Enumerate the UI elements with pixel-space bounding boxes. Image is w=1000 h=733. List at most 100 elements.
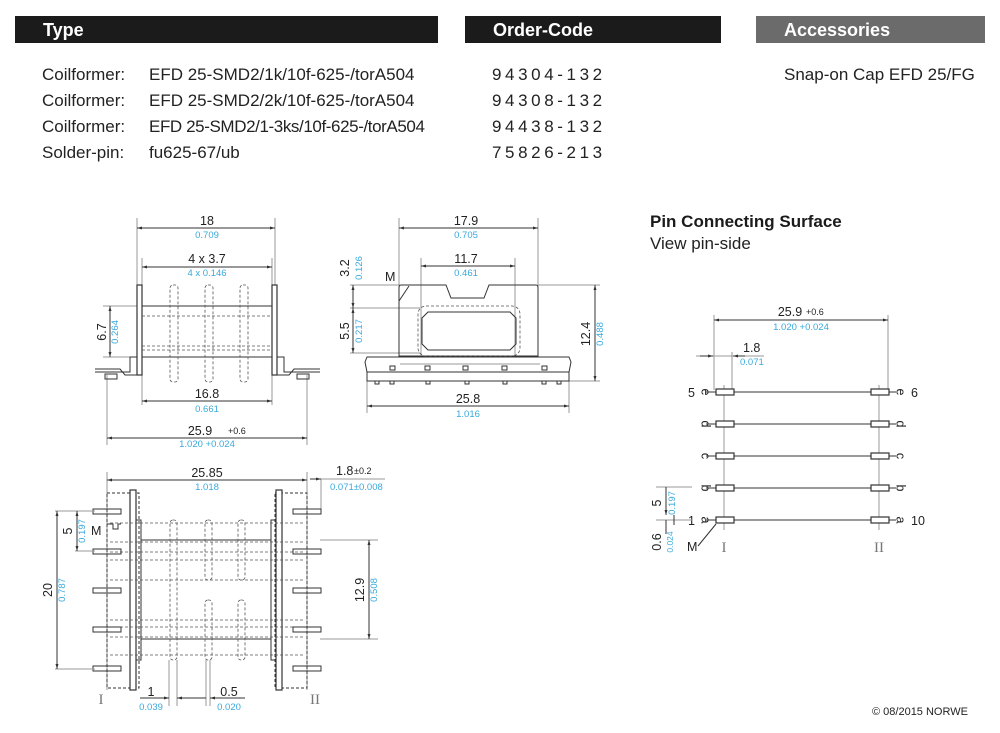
dim-mm: 17.9	[454, 214, 478, 228]
dim-mm: 4 x 3.7	[188, 252, 226, 266]
product-row: Coilformer:EFD 25-SMD2/2k/10f-625-/torA5…	[42, 91, 415, 111]
dim-mm: 0.5	[220, 685, 237, 699]
dim-mm: 0.6	[650, 533, 664, 550]
pin-letter-right: b	[894, 485, 908, 492]
pin-letter-right: a	[894, 517, 908, 524]
product-label: Solder-pin:	[42, 143, 125, 162]
pin-letter-right: e	[894, 389, 908, 396]
pin-number: 1	[688, 514, 695, 528]
marker-m: M	[91, 524, 101, 538]
dim-mm: 25.9	[188, 424, 212, 438]
dim-mm: 1	[148, 685, 155, 699]
side-label-i: I	[722, 540, 727, 556]
dim-mm: 5	[650, 499, 664, 506]
accessories-header: Accessories	[756, 16, 985, 43]
pin-view-labels: 25.9 +0.6 1.020 +0.024 1.8 0.071 5 6 1 1…	[650, 305, 925, 556]
dim-inch: 0.705	[454, 230, 478, 241]
dim-inch: 0.024	[665, 531, 675, 553]
dim-mm: 25.85	[191, 466, 222, 480]
dim-mm: 6.7	[95, 323, 109, 340]
dim-inch: 0.217	[354, 319, 365, 343]
dim-inch: 0.661	[195, 404, 219, 415]
product-row: Coilformer:EFD 25-SMD2/1k/10f-625-/torA5…	[42, 65, 415, 85]
dim-inch: 0.071	[740, 357, 764, 368]
product-type: EFD 25-SMD2/1k/10f-625-/torA504	[149, 65, 415, 84]
dim-mm: 11.7	[454, 252, 477, 266]
order-code-header: Order-Code	[465, 16, 721, 43]
pin-letter-left: a	[699, 517, 713, 524]
dim-inch: 0.461	[454, 268, 478, 279]
order-code: 94438-132	[492, 117, 606, 136]
pin-pad	[870, 484, 890, 492]
product-type: fu625-67/ub	[149, 143, 240, 162]
dim-mm: 12.4	[579, 322, 593, 346]
pin-letter-left: c	[699, 453, 713, 459]
dim-mm: 5	[61, 527, 75, 534]
pin-pad	[870, 452, 890, 460]
pin-letter-right: c	[894, 453, 908, 459]
dim-mm: 1.8	[336, 464, 353, 478]
dim-inch: 0.071±0.008	[330, 482, 383, 493]
side-label-ii: II	[874, 540, 884, 556]
pin-number: 6	[911, 386, 918, 400]
pin-surface-subtitle: View pin-side	[650, 234, 751, 253]
accessory-item: Snap-on Cap EFD 25/FG	[784, 65, 975, 84]
dim-inch: 1.016	[456, 409, 480, 420]
dim-mm: 25.9	[778, 305, 802, 319]
dim-mm: 16.8	[195, 387, 219, 401]
type-header: Type	[15, 16, 438, 43]
dim-inch: 0.039	[139, 702, 163, 713]
dim-inch: 0.488	[595, 322, 606, 346]
dim-inch: 1.020 +0.024	[773, 322, 829, 333]
dim-mm: 1.8	[743, 341, 760, 355]
pin-pad	[870, 516, 890, 524]
product-row: Solder-pin: fu625-67/ub	[42, 143, 240, 163]
dim-inch: 0.197	[667, 491, 678, 515]
marker-m: M	[687, 540, 697, 554]
marker-m: M	[385, 270, 395, 284]
pin-letter-left: d	[699, 421, 713, 428]
pin-pad	[715, 452, 735, 460]
dim-inch: 0.709	[195, 230, 219, 241]
dim-inch: 0.020	[217, 702, 241, 713]
pin-pad	[870, 420, 890, 428]
dim-inch: 1.018	[195, 482, 219, 493]
copyright: © 08/2015 NORWE	[872, 706, 968, 718]
front-view-drawing: 17.9 0.705 11.7 0.461 25.8 1.016 M 3.2 0…	[338, 214, 606, 420]
pin-letter-left: b	[699, 485, 713, 492]
pin-pad	[715, 388, 735, 396]
pin-number: 10	[911, 514, 925, 528]
side-label-i: I	[99, 692, 104, 708]
dim-inch: 0.508	[369, 578, 380, 602]
dim-mm: 3.2	[338, 259, 352, 276]
dim-tolerance: ±0.2	[354, 466, 371, 476]
dim-mm: 25.8	[456, 392, 480, 406]
dim-mm: 5.5	[338, 322, 352, 339]
pin-surface-title: Pin Connecting Surface	[650, 212, 842, 231]
order-code: 75826-213	[492, 143, 606, 162]
pin-letter-left: e	[699, 389, 713, 396]
top-view-drawing: 25.85 1.018 1.8 ±0.2 0.071±0.008 M 5 0.1…	[41, 464, 385, 713]
dim-mm: 18	[200, 214, 214, 228]
dim-mm: 20	[41, 583, 55, 597]
order-code: 94308-132	[492, 91, 606, 110]
product-label: Coilformer:	[42, 91, 126, 110]
side-label-ii: II	[310, 692, 320, 708]
pin-number: 5	[688, 386, 695, 400]
order-code: 94304-132	[492, 65, 606, 84]
pin-pad	[715, 516, 735, 524]
dim-tolerance: +0.6	[228, 426, 246, 436]
dim-inch: 1.020 +0.024	[179, 439, 235, 450]
dim-inch: 0.126	[354, 256, 365, 280]
product-row: Coilformer: EFD 25-SMD2/1-3ks/10f-625-/to…	[42, 117, 425, 137]
product-type: EFD 25-SMD2/1-3ks/10f-625-/torA504	[149, 117, 425, 136]
dim-inch: 0.197	[77, 519, 88, 543]
product-label: Coilformer:	[42, 117, 126, 136]
